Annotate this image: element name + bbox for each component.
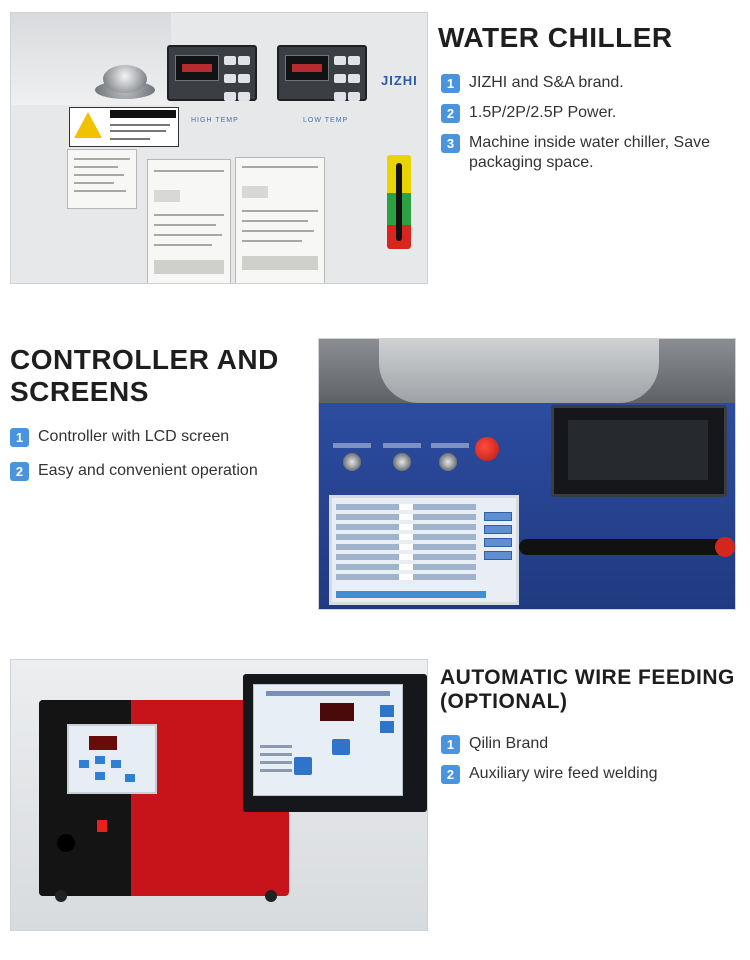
wire-feeding-feature-list: 1 Qilin Brand 2 Auxiliary wire feed weld… — [441, 734, 741, 794]
caster-wheel — [55, 890, 67, 902]
caster-wheel — [265, 890, 277, 902]
section-title-water-chiller: WATER CHILLER — [438, 22, 673, 53]
feature-item: 1 JIZHI and S&A brand. — [441, 73, 741, 93]
feature-text: Qilin Brand — [469, 735, 549, 752]
number-badge: 3 — [441, 134, 460, 153]
feeder-control-panel — [67, 724, 157, 794]
touch-screen — [551, 405, 727, 497]
feature-item: 3 Machine inside water chiller, Save pac… — [441, 133, 741, 173]
instruction-sheet-right — [235, 157, 325, 283]
high-temp-controller — [167, 45, 257, 101]
wire-feeder-photo — [10, 659, 428, 931]
brand-logo: JIZHI — [381, 73, 418, 88]
water-inlet-cap — [103, 65, 147, 93]
rail-end-cap — [715, 537, 735, 557]
wire-feeder-pendant — [243, 674, 427, 812]
feature-text: Controller with LCD screen — [38, 428, 230, 445]
feature-text: JIZHI and S&A brand. — [469, 74, 624, 91]
handle-rail — [519, 539, 729, 555]
laser-switch-knob — [439, 453, 457, 471]
wire-drum — [379, 339, 659, 403]
water-chiller-feature-list: 1 JIZHI and S&A brand. 2 1.5P/2P/2.5P Po… — [441, 73, 741, 183]
feature-text: Auxiliary wire feed welding — [469, 765, 658, 782]
number-badge: 2 — [441, 104, 460, 123]
power-rocker-switch — [97, 820, 107, 832]
lcd-parameter-screen — [329, 495, 519, 605]
chiller-switch-knob — [393, 453, 411, 471]
section-title-controller: CONTROLLER AND SCREENS — [10, 344, 279, 407]
water-level-gauge — [387, 155, 411, 249]
emergency-stop-button — [475, 437, 499, 461]
wire-outlet-port — [57, 834, 75, 852]
feature-item: 2 Easy and convenient operation — [10, 461, 310, 481]
feature-text: Machine inside water chiller, Save packa… — [469, 134, 711, 171]
number-badge: 1 — [10, 428, 29, 447]
feature-item: 2 Auxiliary wire feed welding — [441, 764, 741, 784]
number-badge: 1 — [441, 74, 460, 93]
number-badge: 1 — [441, 735, 460, 754]
controller-photo — [318, 338, 736, 610]
feature-item: 1 Controller with LCD screen — [10, 427, 310, 447]
feature-item: 1 Qilin Brand — [441, 734, 741, 754]
high-temp-label: HIGH TEMP — [191, 117, 239, 124]
low-temp-controller — [277, 45, 367, 101]
power-switch-knob — [343, 453, 361, 471]
feature-item: 2 1.5P/2P/2.5P Power. — [441, 103, 741, 123]
section-title-wire-feeding: AUTOMATIC WIRE FEEDING (OPTIONAL) — [440, 666, 735, 713]
instruction-sheet-left — [147, 159, 231, 283]
feature-text: Easy and convenient operation — [38, 462, 258, 479]
number-badge: 2 — [441, 765, 460, 784]
caution-sticker — [69, 107, 179, 147]
low-temp-label: LOW TEMP — [303, 117, 349, 124]
controller-feature-list: 1 Controller with LCD screen 2 Easy and … — [10, 427, 310, 495]
feature-text: 1.5P/2P/2.5P Power. — [469, 104, 617, 121]
nameplate-label — [67, 149, 137, 209]
water-chiller-photo: HIGH TEMP LOW TEMP JIZHI — [10, 12, 428, 284]
warning-triangle-icon — [74, 112, 102, 138]
number-badge: 2 — [10, 462, 29, 481]
